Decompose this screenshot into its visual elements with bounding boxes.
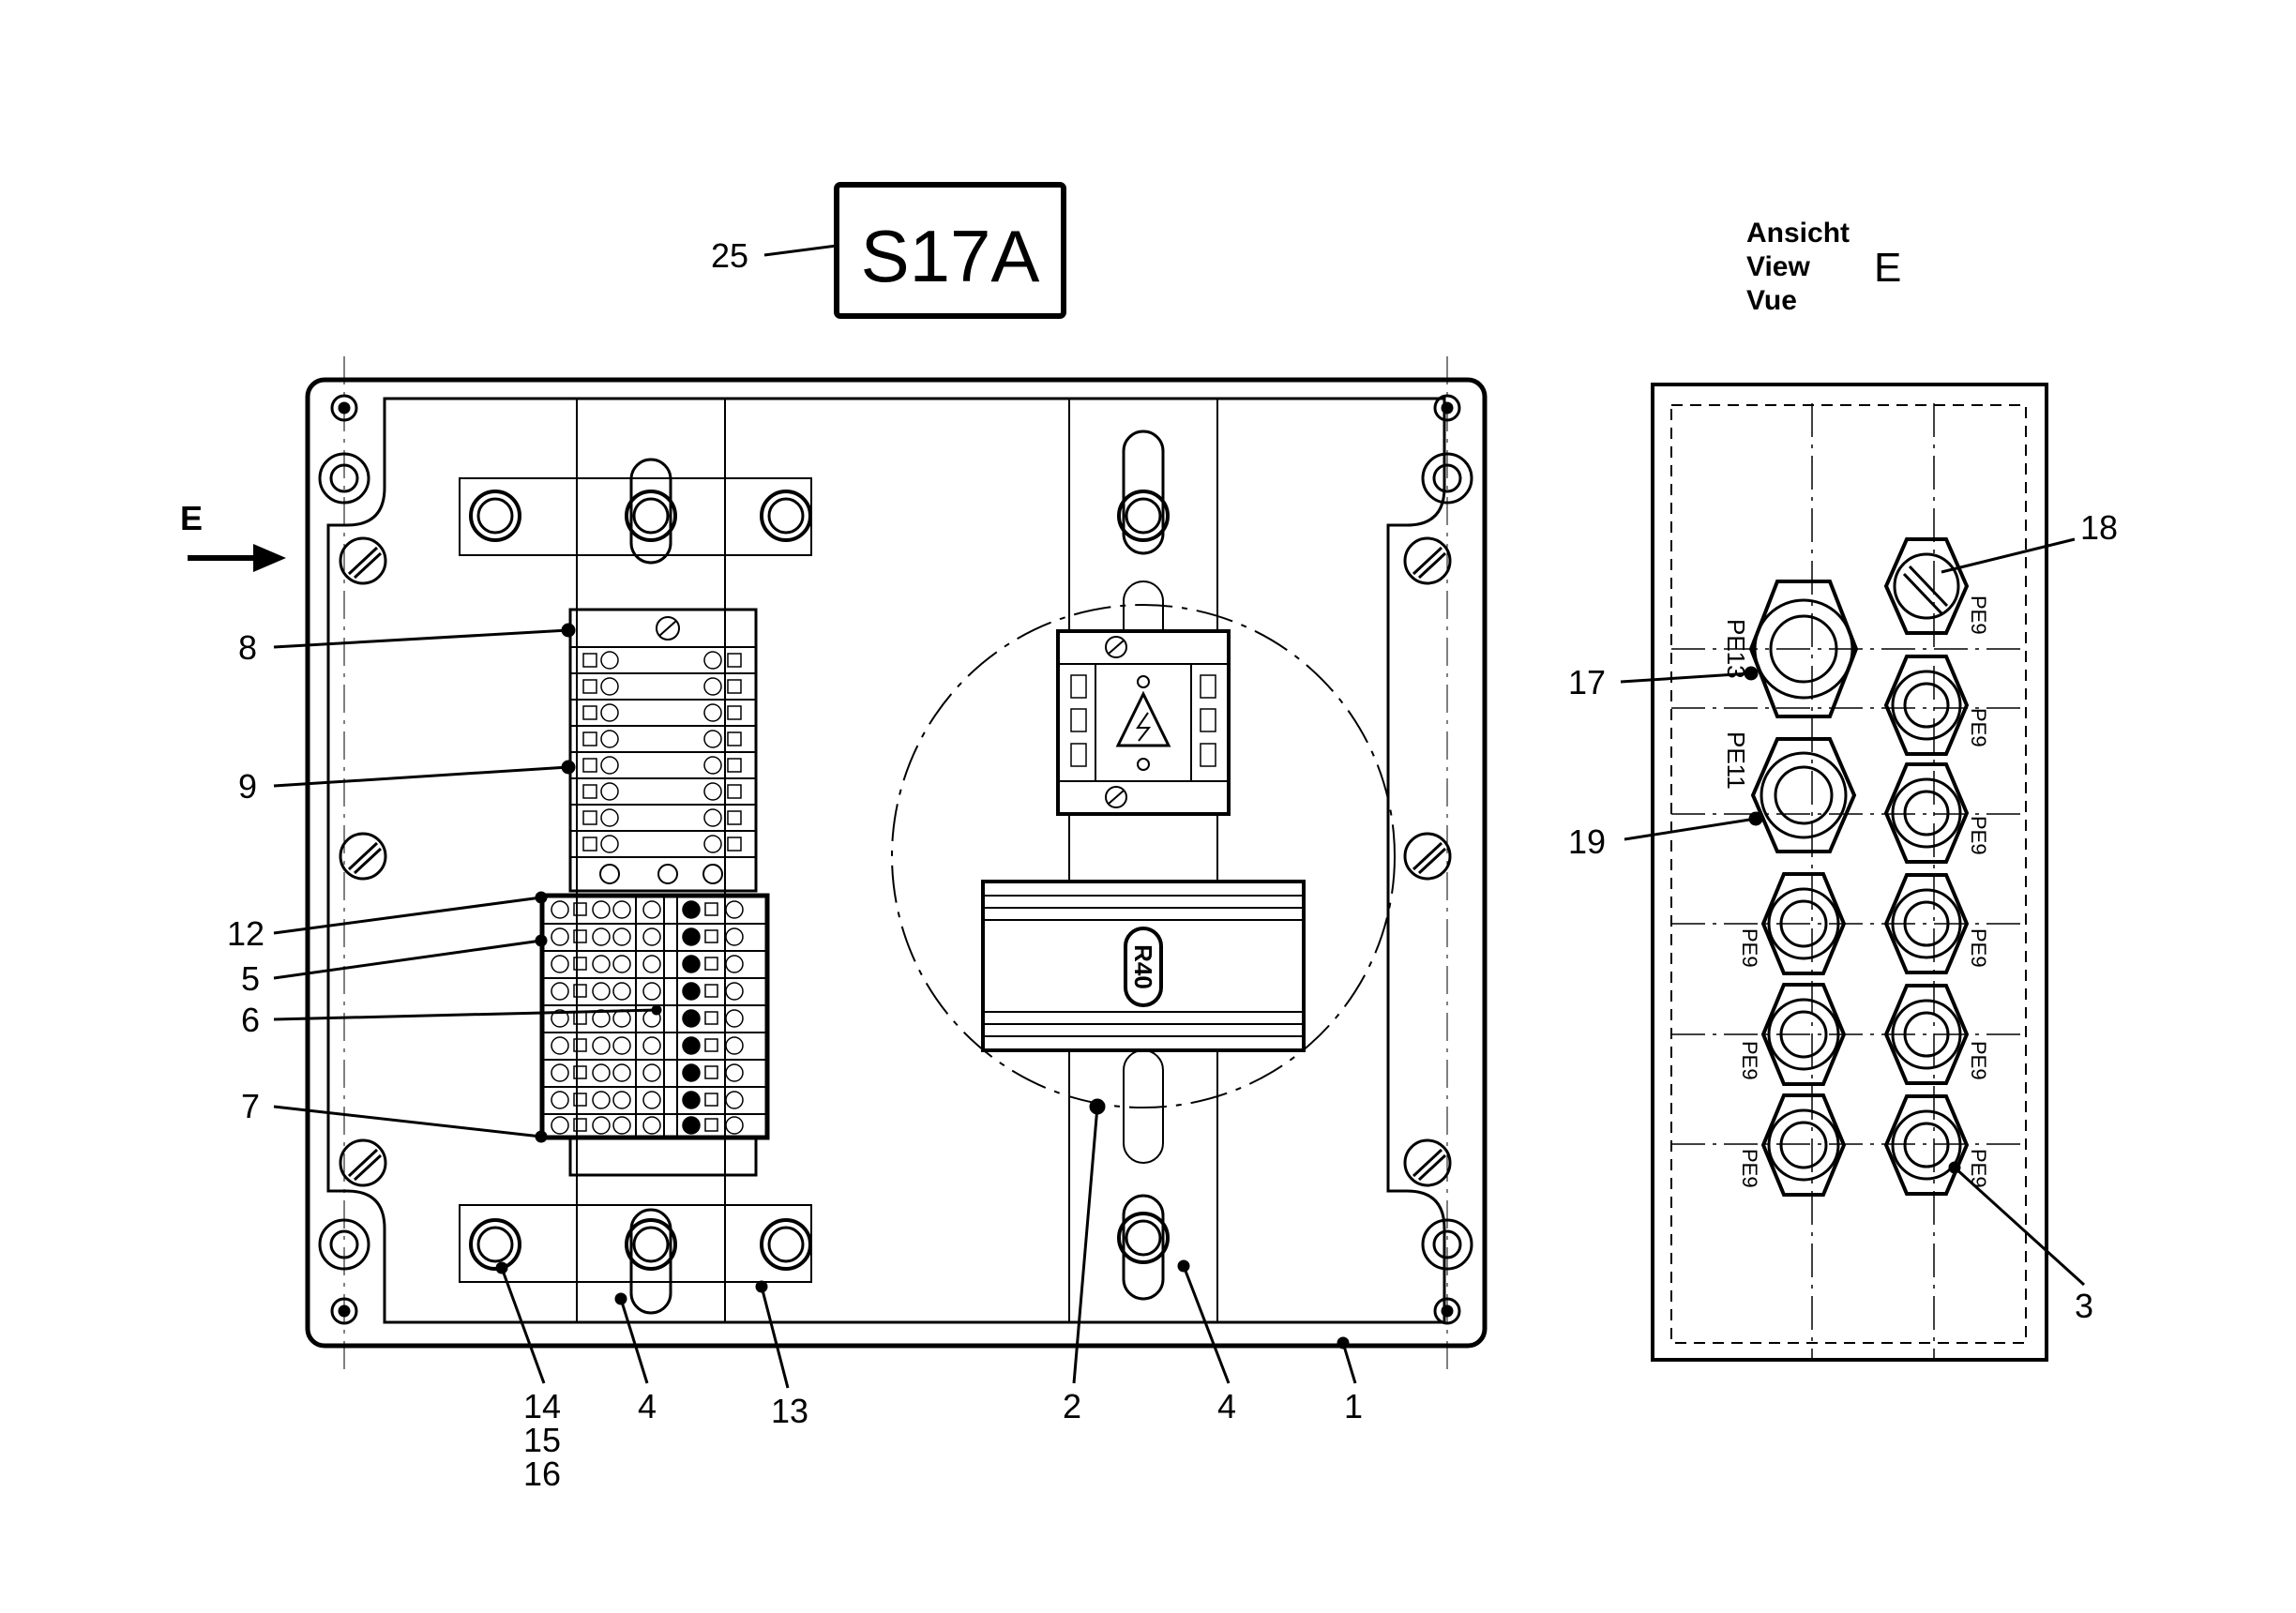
nut [760,490,812,542]
cable-gland-pe9 [1760,872,1847,975]
lightning-icon [1115,690,1171,747]
cable-gland-pe9 [1760,983,1847,1086]
view-label-en: View [1746,251,1810,282]
cable-gland-pe9 [1883,655,1970,756]
slotted-screw [339,536,387,585]
view-letter: E [1874,245,1901,291]
r40-label: R40 [1129,944,1157,989]
callout-19: 19 [1568,822,1606,861]
lid-screw [1421,1218,1473,1271]
dashed-circle [891,604,1396,1108]
callout-17: 17 [1568,663,1606,701]
gland-label: PE9 [1967,816,1990,855]
lid-screw [318,1218,370,1271]
callout-25: 25 [711,236,748,275]
nut [625,1218,677,1271]
gland-label: PE9 [1738,1149,1761,1188]
arrow-letter: E [180,499,203,537]
slotted-screw [1403,536,1452,585]
cable-gland-pe11 [1750,737,1857,853]
corner-screw [1433,394,1461,422]
slotted-screw [339,832,387,881]
leader-lines [273,623,1357,1389]
view-e-header: Ansicht View Vue E [1746,218,1901,316]
gland-label: PE13 [1722,619,1750,679]
callout-5: 5 [241,959,260,998]
gland-label: PE9 [1738,928,1761,968]
component-r40: R40 [981,880,1306,1052]
callout-15: 15 [523,1421,561,1459]
callout-6: 6 [241,1001,260,1039]
callout-4: 4 [1217,1387,1236,1425]
view-label-fr: Vue [1746,285,1797,316]
enclosure [305,356,1488,1369]
gland-label: PE9 [1967,595,1990,635]
corner-screw [1433,1297,1461,1325]
cable-gland-pe9 [1883,1094,1970,1196]
terminal-block-upper [568,608,758,893]
callout-4: 4 [638,1387,657,1425]
terminal-block-lower [539,893,770,1177]
callout-13: 13 [771,1392,808,1430]
cable-gland-pe9 [1760,1093,1847,1197]
corner-screw [330,394,358,422]
corner-screw [330,1297,358,1325]
nut [625,490,677,542]
blanking-plug-pe9 [1883,537,1970,635]
gland-label: PE11 [1722,731,1750,790]
tag-label: S17A [861,215,1040,297]
gland-label: PE9 [1967,1041,1990,1080]
slotted-screw [1403,832,1452,881]
lid-screw [1421,452,1473,505]
din-rail-left [459,398,812,1323]
tag-s17a: S17A 25 [711,182,1066,319]
callout-14: 14 [523,1387,561,1425]
callout-2: 2 [1063,1387,1081,1425]
callout-8: 8 [238,628,257,667]
callout-18: 18 [2080,508,2118,547]
slotted-screw [339,1138,387,1187]
callout-16: 16 [523,1455,561,1493]
callout-9: 9 [238,767,257,806]
surge-protector-module [1056,629,1231,816]
nut [1117,490,1170,542]
view-label-de: Ansicht [1746,218,1850,249]
cable-gland-pe9 [1883,873,1970,974]
view-e-panel: PE13 PE9 PE11 PE9 PE9 PE9 PE9 PE9 PE9 PE… [1568,383,2118,1362]
callouts: 8 9 12 5 6 7 14 15 16 4 13 2 4 1 [227,628,1363,1493]
slotted-screw [1403,1138,1452,1187]
callout-3: 3 [2075,1287,2093,1325]
lid-screw [318,452,370,505]
gland-label: PE9 [1967,928,1990,968]
view-arrow-e: E [180,499,286,572]
callout-1: 1 [1344,1387,1363,1425]
gland-label: PE9 [1967,708,1990,747]
nut [469,1218,521,1271]
nut [1117,1212,1170,1264]
nut [469,490,521,542]
cable-gland-pe13 [1748,580,1859,718]
cable-gland-pe9 [1883,762,1970,864]
callout-12: 12 [227,914,264,953]
gland-label: PE9 [1738,1041,1761,1080]
nut [760,1218,812,1271]
cable-gland-pe9 [1883,984,1970,1085]
callout-7: 7 [241,1087,260,1125]
